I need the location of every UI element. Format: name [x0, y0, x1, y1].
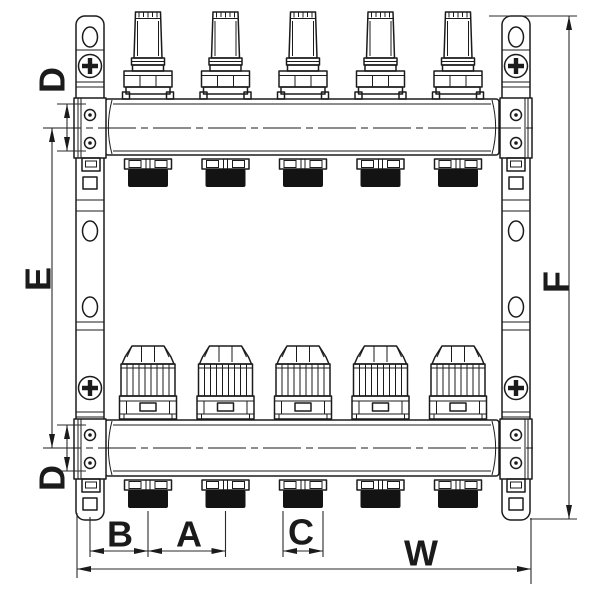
dim-label-c: C — [288, 512, 314, 553]
outlet-port — [278, 158, 328, 188]
bracket-slot-hole — [81, 26, 99, 48]
bracket-square-hole — [508, 497, 524, 511]
pipe-clamp — [499, 418, 533, 480]
flow-meter-3 — [276, 11, 330, 100]
bracket-slot-hole — [507, 296, 525, 318]
bracket-square-hole — [82, 497, 98, 511]
bracket-square-hole — [508, 176, 524, 190]
outlet-port — [278, 479, 328, 509]
supply-outlet-ports — [123, 158, 483, 188]
dim-label-b: B — [107, 514, 133, 555]
dimension-d-top: D — [32, 67, 86, 152]
valve-actuators — [118, 345, 488, 420]
dimension-a: A — [147, 511, 227, 557]
bracket-slot-hole — [507, 26, 525, 48]
dimension-w: W — [76, 513, 532, 584]
outlet-port — [356, 479, 405, 509]
left-mounting-bracket — [73, 15, 107, 521]
bracket-slot-hole — [81, 220, 99, 242]
dim-label-a: A — [176, 514, 202, 555]
outlet-port — [123, 158, 173, 188]
flow-meter-4 — [354, 11, 407, 100]
dim-label-d-top: D — [32, 67, 73, 93]
pipe-clamp — [73, 418, 107, 480]
flow-meters — [121, 11, 485, 100]
flow-meter-5 — [431, 11, 485, 100]
dimension-e: E — [18, 128, 59, 448]
bracket-square-hole — [82, 176, 98, 190]
outlet-port — [201, 158, 250, 188]
outlet-port — [433, 158, 483, 188]
outlet-port — [123, 479, 173, 509]
outlet-port — [356, 158, 405, 188]
valve-actuator-2 — [196, 345, 255, 420]
flow-meter-1 — [121, 11, 175, 100]
return-outlet-ports — [123, 479, 483, 509]
outlet-port — [201, 479, 250, 509]
bracket-slot-hole — [507, 220, 525, 242]
valve-actuator-1 — [118, 345, 178, 420]
flow-meter-2 — [199, 11, 252, 100]
outlet-port — [433, 479, 483, 509]
valve-actuator-5 — [428, 345, 488, 420]
valve-actuator-4 — [351, 345, 410, 420]
dimension-b: B — [89, 514, 148, 557]
dimension-c: C — [282, 511, 324, 557]
bracket-slot-hole — [81, 296, 99, 318]
supply-manifold-bar — [104, 98, 500, 156]
dimension-d-bottom: D — [32, 424, 86, 491]
dimension-f: F — [489, 15, 577, 520]
valve-actuator-3 — [273, 345, 333, 420]
dim-label-e: E — [18, 267, 59, 291]
right-mounting-bracket — [499, 15, 533, 521]
dim-label-f: F — [536, 271, 577, 293]
dim-label-d-bottom: D — [32, 465, 73, 491]
dim-label-w: W — [404, 533, 438, 574]
